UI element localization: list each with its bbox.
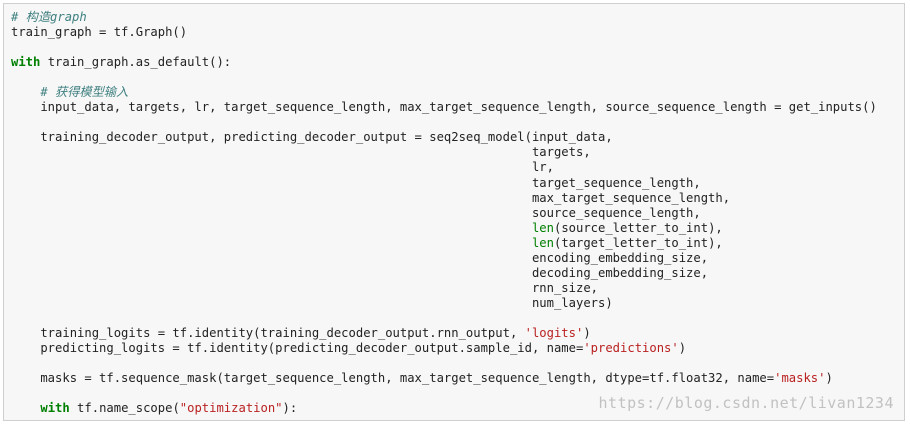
code-text: rnn_size, xyxy=(11,280,598,295)
code-text: predicting_logits = tf.identity(predicti… xyxy=(11,341,584,356)
code-line: with train_graph.as_default(): xyxy=(11,55,877,70)
code-line: masks = tf.sequence_mask(target_sequence… xyxy=(11,371,877,386)
code-line: training_decoder_output, predicting_deco… xyxy=(11,130,877,145)
code-string: 'masks' xyxy=(774,371,826,386)
code-line: decoding_embedding_size, xyxy=(11,266,877,281)
code-line: training_logits = tf.identity(training_d… xyxy=(11,326,877,341)
code-text: num_layers) xyxy=(11,295,613,310)
code-line xyxy=(11,311,877,326)
code-line: len(source_letter_to_int), xyxy=(11,221,877,236)
code-text: train_graph = tf.Graph() xyxy=(11,25,188,40)
code-line: target_sequence_length, xyxy=(11,176,877,191)
code-line: rnn_size, xyxy=(11,281,877,296)
code-line: max_target_sequence_length, xyxy=(11,191,877,206)
code-line: len(target_letter_to_int), xyxy=(11,236,877,251)
code-text: training_logits = tf.identity(training_d… xyxy=(11,325,525,340)
code-line: input_data, targets, lr, target_sequence… xyxy=(11,100,877,115)
code-line xyxy=(11,40,877,55)
code-text: ) xyxy=(583,325,591,340)
code-string: "optimization" xyxy=(179,401,283,416)
code-text: max_target_sequence_length, xyxy=(11,190,731,205)
code-text: decoding_embedding_size, xyxy=(11,265,709,280)
code-keyword: with xyxy=(40,401,70,416)
code-line: num_layers) xyxy=(11,296,877,311)
code-line: with tf.name_scope("optimization"): xyxy=(11,401,877,416)
code-builtin: len xyxy=(531,220,554,235)
code-comment: # 构造graph xyxy=(11,10,87,24)
code-text: target_sequence_length, xyxy=(11,175,701,190)
code-string: 'predictions' xyxy=(583,341,679,356)
code-line: lr, xyxy=(11,160,877,175)
code-text: (target_letter_to_int), xyxy=(553,235,723,250)
code-text: lr, xyxy=(11,160,554,175)
code-line: predicting_logits = tf.identity(predicti… xyxy=(11,341,877,356)
code-comment: # 获得模型输入 xyxy=(40,85,129,100)
watermark: https://blog.csdn.net/livan1234 xyxy=(598,394,894,412)
code-line xyxy=(11,356,877,371)
code-text: source_sequence_length, xyxy=(11,205,701,220)
code-text: train_graph.as_default(): xyxy=(40,55,232,70)
code-text: encoding_embedding_size, xyxy=(11,250,709,265)
code-line xyxy=(11,115,877,130)
code-text xyxy=(11,221,532,235)
code-text xyxy=(11,236,532,250)
code-text: ) xyxy=(825,371,833,386)
code-line: targets, xyxy=(11,145,877,160)
code-text: targets, xyxy=(11,145,591,160)
code-line: # 构造graph xyxy=(11,10,877,25)
code-line xyxy=(11,70,877,85)
code-text: masks = tf.sequence_mask(target_sequence… xyxy=(11,371,775,386)
code-text: ): xyxy=(282,401,298,416)
code-text: training_decoder_output, predicting_deco… xyxy=(11,130,613,145)
code-text: input_data, targets, lr, target_sequence… xyxy=(11,100,877,115)
code-text: ) xyxy=(678,341,687,356)
code-text: tf.name_scope( xyxy=(69,401,180,416)
code-text xyxy=(11,401,40,415)
code-line: # 获得模型输入 xyxy=(11,85,877,100)
code-text: (source_letter_to_int), xyxy=(553,220,723,235)
code-builtin: len xyxy=(531,235,554,250)
code-keyword: with xyxy=(11,55,41,70)
code-line: source_sequence_length, xyxy=(11,206,877,221)
code-text xyxy=(11,85,40,99)
code-line: train_graph = tf.Graph() xyxy=(11,25,877,40)
code-line: encoding_embedding_size, xyxy=(11,251,877,266)
code-string: 'logits' xyxy=(524,325,584,340)
